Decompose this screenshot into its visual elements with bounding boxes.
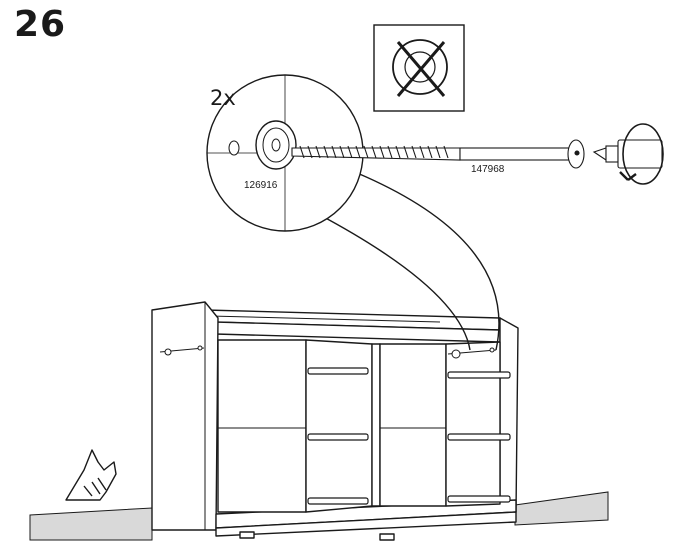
step-number: 26 xyxy=(14,4,67,45)
screwdriver-bit-icon xyxy=(592,139,663,169)
floor xyxy=(29,491,609,541)
screw-147968 xyxy=(291,139,585,169)
cabinet-screw-right xyxy=(447,347,497,359)
part-number-washer: 126916 xyxy=(244,180,278,191)
hand-press-icon xyxy=(65,449,117,501)
runners-left xyxy=(307,367,511,505)
part-number-screw: 147968 xyxy=(471,164,505,175)
detail-circle xyxy=(206,74,364,232)
prohibited-disc-icon xyxy=(373,24,465,112)
cabinet-screw-left xyxy=(159,345,205,356)
rotate-direction-icon xyxy=(619,123,664,185)
cabinet xyxy=(151,301,519,541)
quantity-label: 2x xyxy=(210,86,236,110)
callout-pointer xyxy=(319,169,500,351)
